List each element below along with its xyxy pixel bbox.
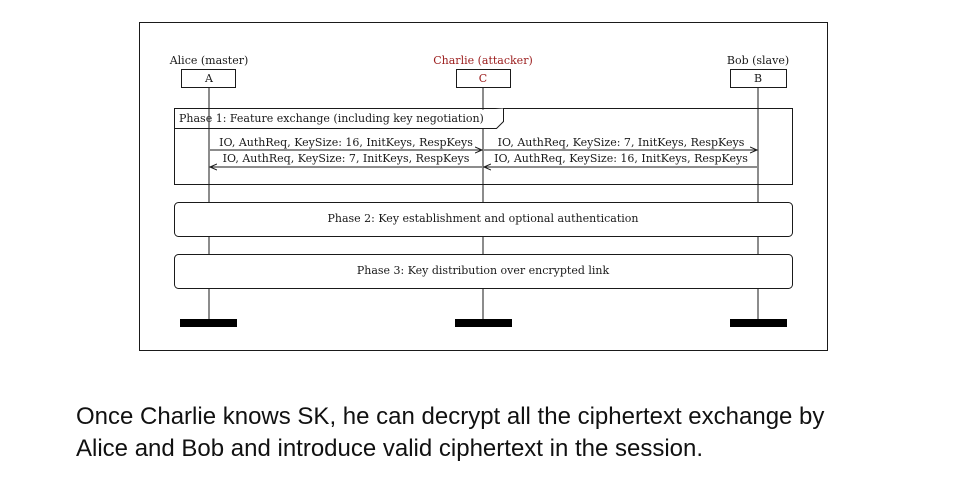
participant-alice-box [181, 69, 236, 88]
message-alice-to-charlie-text: IO, AuthReq, KeySize: 16, InitKeys, Resp… [219, 136, 473, 149]
phase1-fragment: Phase 1: Feature exchange (including key… [174, 108, 793, 185]
participant-bob-box [730, 69, 787, 88]
message-charlie-to-alice-text-after: , InitKeys, RespKeys [356, 152, 470, 165]
participant-alice-box-label: A [204, 72, 214, 85]
message-bob-to-charlie: IO, AuthReq, KeySize: 16, InitKeys, Resp… [494, 152, 748, 165]
message-charlie-to-alice-text-before: IO, AuthReq, [223, 152, 298, 165]
caption-line-2: Alice and Bob and introduce valid cipher… [76, 435, 704, 462]
caption-line-1: Once Charlie knows SK, he can decrypt al… [76, 403, 825, 430]
lifeline-end-charlie [455, 319, 512, 327]
phase3-frame [174, 254, 793, 289]
phase2-box: Phase 2: Key establishment and optional … [174, 202, 793, 237]
participant-alice-name: Alice (master) [169, 54, 249, 67]
message-charlie-to-alice-keysize: KeySize: 7 [298, 152, 356, 165]
message-charlie-to-bob-text-after: , InitKeys, RespKeys [631, 136, 745, 149]
participant-alice: Alice (master) A [169, 54, 249, 88]
lifeline-end-alice [180, 319, 237, 327]
phase2-label: Phase 2: Key establishment and optional … [327, 212, 638, 225]
phase1-frame [174, 108, 793, 185]
phase2-frame [174, 202, 793, 237]
participant-bob-name: Bob (slave) [727, 54, 789, 67]
message-charlie-to-bob: IO, AuthReq, KeySize: 7, InitKeys, RespK… [498, 136, 745, 149]
phase3-box: Phase 3: Key distribution over encrypted… [174, 254, 793, 289]
phase1-label-tab [174, 108, 504, 129]
participant-charlie-name: Charlie (attacker) [433, 54, 533, 67]
message-charlie-to-bob-text-before: IO, AuthReq, [498, 136, 573, 149]
phase1-label: Phase 1: Feature exchange (including key… [179, 112, 484, 125]
phase3-label: Phase 3: Key distribution over encrypted… [357, 264, 610, 277]
message-charlie-to-alice: IO, AuthReq, KeySize: 7, InitKeys, RespK… [223, 152, 470, 165]
participant-bob-box-label: B [754, 72, 762, 85]
lifeline-end-bob [730, 319, 787, 327]
participant-charlie: Charlie (attacker) C [433, 54, 533, 88]
message-bob-to-charlie-text: IO, AuthReq, KeySize: 16, InitKeys, Resp… [494, 152, 748, 165]
message-charlie-to-bob-keysize: KeySize: 7 [573, 136, 631, 149]
participant-charlie-box [456, 69, 511, 88]
slide-caption: Once Charlie knows SK, he can decrypt al… [76, 401, 936, 465]
participant-charlie-box-label: C [479, 72, 487, 85]
participant-bob: Bob (slave) B [727, 54, 789, 88]
message-alice-to-charlie: IO, AuthReq, KeySize: 16, InitKeys, Resp… [219, 136, 473, 149]
